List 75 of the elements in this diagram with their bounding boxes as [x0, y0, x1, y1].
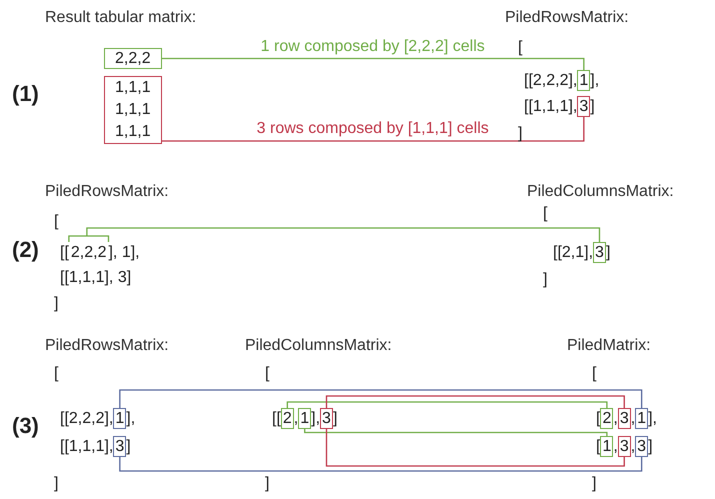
highlight-box: 3 — [618, 408, 631, 429]
matrix-text: ] — [648, 438, 653, 455]
matrix-text: , — [630, 438, 636, 455]
matrix-text: , — [613, 410, 618, 427]
highlight-box: 3 — [320, 408, 333, 429]
matrix-text: ] — [54, 475, 58, 492]
matrix-text: ] — [590, 98, 595, 115]
connector-line — [304, 429, 608, 436]
matrix-text: [[ — [60, 244, 69, 261]
matrix-text: [ — [54, 365, 58, 382]
highlight-box: 1 — [113, 408, 126, 429]
matrix-text: ] — [518, 125, 522, 142]
matrix-text: ] — [592, 475, 596, 492]
matrix-entry: 2,2,2 — [68, 242, 108, 263]
matrix-title: PiledMatrix: — [567, 337, 651, 354]
matrix-title: PiledRowsMatrix: — [505, 9, 629, 26]
highlight-box: 2 — [600, 408, 614, 429]
matrix-text: ] — [332, 410, 338, 427]
connector-line — [326, 429, 625, 467]
edge-label: 3 rows composed by [1,1,1] cells — [254, 120, 491, 138]
matrix-text: [ — [54, 213, 58, 230]
matrix-text: ], — [590, 72, 600, 89]
highlight-box: 1 — [298, 408, 312, 429]
highlight-box: 1 — [600, 436, 614, 457]
highlight-box: 3 — [577, 96, 590, 117]
matrix-text: ] — [54, 295, 58, 312]
connector-line — [162, 58, 584, 70]
highlight-box: 2 — [280, 408, 294, 429]
connector-line — [68, 227, 600, 243]
step-number: (1) — [12, 81, 39, 106]
matrix-text: [ — [265, 365, 270, 382]
matrix-text: [ — [596, 438, 600, 455]
matrix-title: PiledColumnsMatrix: — [527, 183, 674, 200]
connector-line — [119, 389, 642, 408]
matrix-text: ], — [648, 410, 657, 427]
matrix-text: [[1,1,1], — [60, 438, 114, 455]
highlight-box: 1,1,1 1,1,1 1,1,1 — [104, 76, 162, 144]
matrix-text: ] — [265, 475, 270, 492]
connector-line — [119, 457, 642, 472]
step-number: (2) — [12, 237, 39, 262]
matrix-text: [ — [592, 365, 596, 382]
matrix-text: [ — [543, 205, 548, 222]
matrix-text: [[1,1,1], 3] — [60, 269, 132, 286]
matrix-text: [[2,2,2], — [524, 72, 578, 89]
matrix-title: PiledRowsMatrix: — [45, 183, 169, 200]
matrix-title: PiledRowsMatrix: — [45, 337, 169, 354]
matrix-text: [ — [596, 410, 600, 427]
matrix-text: [[2,1], — [553, 244, 594, 261]
matrix-text: [[1,1,1], — [524, 98, 578, 115]
matrix-text: , — [630, 410, 636, 427]
matrix-text: [[ — [272, 410, 281, 427]
matrix-text: ], — [126, 410, 136, 427]
matrix-title: PiledColumnsMatrix: — [245, 337, 392, 354]
matrix-text: ], — [311, 410, 320, 427]
highlight-box: 3 — [593, 242, 606, 263]
matrix-text: [[2,2,2], — [60, 410, 114, 427]
connector-line — [286, 401, 608, 408]
matrix-text: ] — [606, 244, 610, 261]
highlight-box: 3 — [113, 436, 126, 457]
edge-label: 1 row composed by [2,2,2] cells — [258, 38, 487, 56]
highlight-box: 3 — [635, 436, 648, 457]
highlight-box: 1 — [577, 70, 590, 91]
highlight-box: 2,2,2 — [104, 48, 162, 69]
step-number: (3) — [12, 413, 39, 438]
matrix-text: , — [294, 410, 298, 427]
matrix-text: ], 1], — [108, 244, 140, 261]
connector-line — [162, 117, 584, 142]
matrix-text: [ — [518, 39, 522, 56]
highlight-box: 1 — [635, 408, 648, 429]
matrix-text: ] — [126, 438, 131, 455]
matrix-text: , — [613, 438, 618, 455]
highlight-box: 3 — [618, 436, 631, 457]
connector-line — [326, 395, 625, 408]
matrix-text: ] — [543, 271, 548, 288]
matrix-title: Result tabular matrix: — [45, 9, 196, 26]
